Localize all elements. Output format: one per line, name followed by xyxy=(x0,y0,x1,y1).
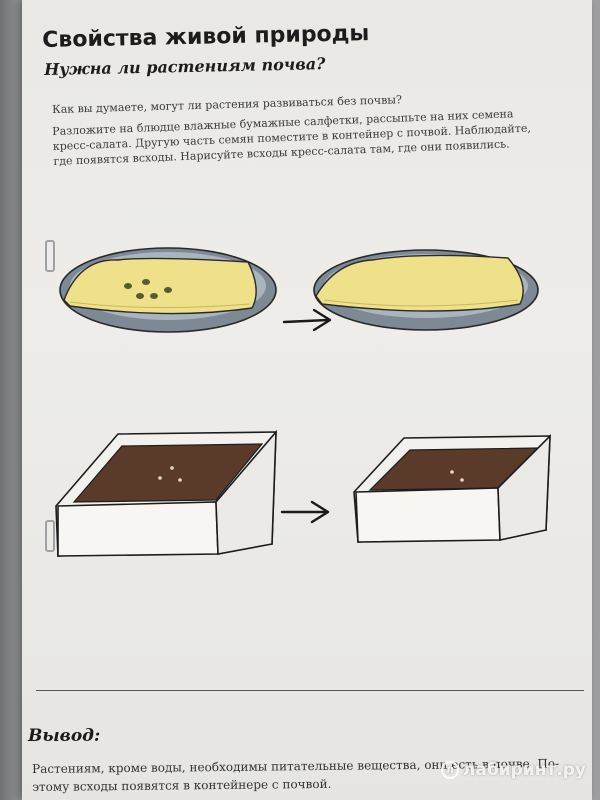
workbook-page xyxy=(22,0,592,800)
conclusion-label: Вывод: xyxy=(28,726,101,746)
soil-box-with-seeds xyxy=(55,429,277,557)
seed xyxy=(158,476,162,480)
seed xyxy=(178,478,182,482)
seed xyxy=(136,293,144,299)
seed xyxy=(150,293,158,299)
arrow-right-icon xyxy=(282,308,332,332)
watermark-text: лабиринт.ру xyxy=(462,760,586,780)
seed xyxy=(164,287,172,293)
watermark: л лабиринт.ру xyxy=(440,760,586,780)
staple xyxy=(45,520,55,552)
labyrinth-logo-icon: л xyxy=(440,761,459,779)
seed xyxy=(142,279,150,285)
divider xyxy=(36,690,584,691)
seed xyxy=(124,283,132,289)
plate-with-seeds xyxy=(59,247,277,333)
arrow-right-icon xyxy=(280,500,330,524)
seed xyxy=(460,478,464,482)
seed xyxy=(450,470,454,474)
staple xyxy=(45,240,55,272)
soil-box xyxy=(353,433,551,543)
plate-empty xyxy=(313,249,539,331)
seed xyxy=(170,466,174,470)
